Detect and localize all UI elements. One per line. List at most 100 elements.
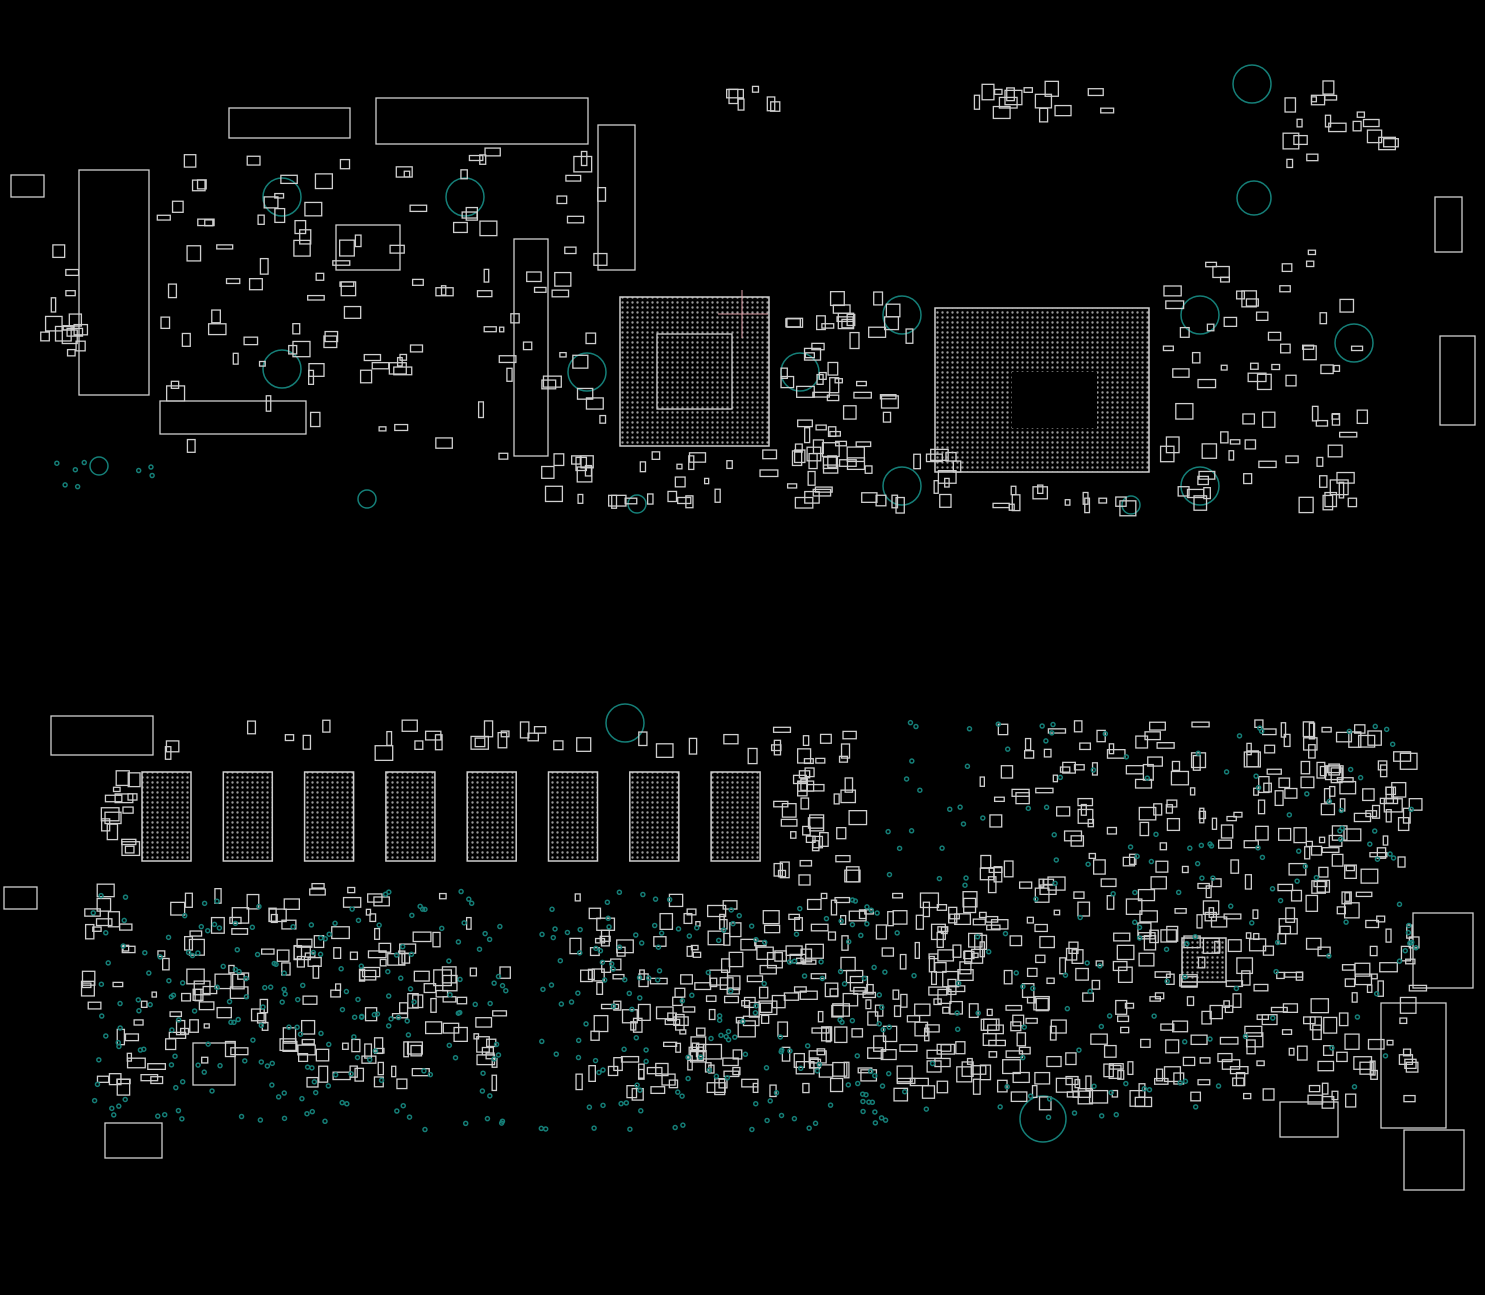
- smd-component[interactable]: [410, 1044, 423, 1057]
- smd-component[interactable]: [796, 781, 808, 797]
- smd-component[interactable]: [679, 1029, 687, 1035]
- smd-component[interactable]: [559, 351, 567, 358]
- smd-component[interactable]: [1135, 735, 1149, 749]
- smd-component[interactable]: [626, 1085, 638, 1099]
- smd-component[interactable]: [882, 1025, 898, 1043]
- test-point[interactable]: [549, 906, 555, 913]
- smd-component[interactable]: [576, 466, 593, 483]
- smd-component[interactable]: [1012, 1014, 1025, 1027]
- smd-component[interactable]: [1038, 1096, 1052, 1111]
- test-point[interactable]: [455, 939, 462, 945]
- smd-component[interactable]: [1356, 409, 1369, 425]
- smd-component[interactable]: [1165, 1039, 1180, 1054]
- smd-component[interactable]: [913, 453, 922, 470]
- smd-component[interactable]: [1087, 818, 1095, 828]
- smd-component[interactable]: [987, 876, 997, 894]
- smd-component[interactable]: [590, 1030, 600, 1041]
- smd-component[interactable]: [783, 992, 800, 1001]
- smd-component[interactable]: [957, 969, 974, 982]
- smd-component[interactable]: [483, 268, 490, 283]
- smd-component[interactable]: [406, 1041, 423, 1055]
- test-point[interactable]: [354, 1054, 361, 1061]
- smd-component[interactable]: [121, 841, 141, 857]
- smd-component[interactable]: [667, 490, 678, 503]
- smd-component[interactable]: [1315, 419, 1329, 427]
- mounting-hole[interactable]: [262, 349, 302, 389]
- test-point[interactable]: [499, 982, 506, 989]
- smd-component[interactable]: [861, 492, 878, 503]
- smd-component[interactable]: [834, 378, 844, 384]
- test-point[interactable]: [322, 936, 328, 942]
- smd-component[interactable]: [1190, 1034, 1208, 1046]
- smd-component[interactable]: [1370, 973, 1378, 980]
- test-point[interactable]: [351, 1034, 357, 1040]
- test-point[interactable]: [860, 1098, 866, 1105]
- test-point[interactable]: [378, 1077, 385, 1084]
- smd-component[interactable]: [1338, 431, 1358, 438]
- connector-left[interactable]: [78, 169, 150, 396]
- smd-component[interactable]: [760, 1014, 770, 1024]
- smd-component[interactable]: [411, 278, 424, 286]
- test-point[interactable]: [761, 980, 767, 987]
- test-point[interactable]: [966, 726, 973, 732]
- smd-component[interactable]: [280, 174, 298, 185]
- smd-component[interactable]: [845, 866, 860, 883]
- smd-component[interactable]: [1331, 853, 1344, 867]
- smd-component[interactable]: [819, 832, 829, 847]
- smd-component[interactable]: [168, 1031, 187, 1039]
- test-point[interactable]: [874, 910, 880, 916]
- test-point[interactable]: [752, 1100, 759, 1107]
- test-point[interactable]: [325, 1083, 332, 1089]
- smd-component[interactable]: [806, 898, 822, 911]
- smd-component[interactable]: [541, 379, 557, 390]
- test-point[interactable]: [400, 1102, 406, 1109]
- smd-component[interactable]: [1323, 1016, 1338, 1034]
- test-point[interactable]: [1413, 945, 1419, 951]
- smd-component[interactable]: [259, 257, 269, 275]
- test-point[interactable]: [725, 1028, 732, 1035]
- test-point[interactable]: [616, 944, 623, 950]
- smd-component[interactable]: [1197, 956, 1206, 969]
- test-point[interactable]: [868, 1068, 874, 1075]
- smd-component[interactable]: [1408, 984, 1428, 992]
- test-point[interactable]: [1374, 856, 1381, 862]
- smd-component[interactable]: [996, 1079, 1008, 1093]
- test-point[interactable]: [394, 1108, 400, 1114]
- test-point[interactable]: [201, 1069, 207, 1075]
- test-point[interactable]: [1382, 1053, 1389, 1059]
- smd-component[interactable]: [412, 931, 432, 943]
- smd-component[interactable]: [668, 893, 684, 908]
- smd-component[interactable]: [354, 1067, 365, 1082]
- test-point[interactable]: [228, 1019, 234, 1026]
- test-point[interactable]: [872, 1109, 878, 1115]
- smd-component[interactable]: [1263, 782, 1272, 793]
- smd-component[interactable]: [1344, 1033, 1360, 1050]
- smd-component[interactable]: [1166, 817, 1181, 832]
- smd-component[interactable]: [293, 239, 311, 257]
- smd-component[interactable]: [1365, 919, 1380, 929]
- smd-component[interactable]: [1072, 1090, 1091, 1098]
- smd-component[interactable]: [84, 923, 95, 940]
- smd-component[interactable]: [1280, 343, 1291, 354]
- smd-component[interactable]: [726, 88, 744, 99]
- smd-component[interactable]: [1196, 914, 1203, 929]
- smd-component[interactable]: [836, 316, 854, 323]
- smd-component[interactable]: [600, 929, 610, 947]
- smd-component[interactable]: [1308, 722, 1316, 740]
- test-point[interactable]: [243, 994, 250, 1000]
- smd-component[interactable]: [533, 286, 547, 293]
- smd-component[interactable]: [258, 360, 266, 367]
- smd-component[interactable]: [646, 1066, 663, 1075]
- smd-component[interactable]: [714, 488, 721, 503]
- test-point[interactable]: [763, 1065, 770, 1071]
- smd-component[interactable]: [1034, 887, 1050, 903]
- test-point[interactable]: [468, 900, 475, 907]
- smd-component[interactable]: [915, 914, 924, 930]
- smd-component[interactable]: [1236, 957, 1254, 975]
- smd-component[interactable]: [1171, 760, 1181, 772]
- test-point[interactable]: [868, 907, 875, 913]
- test-point[interactable]: [1136, 935, 1143, 941]
- test-point[interactable]: [122, 1096, 128, 1103]
- smd-component[interactable]: [147, 1063, 167, 1071]
